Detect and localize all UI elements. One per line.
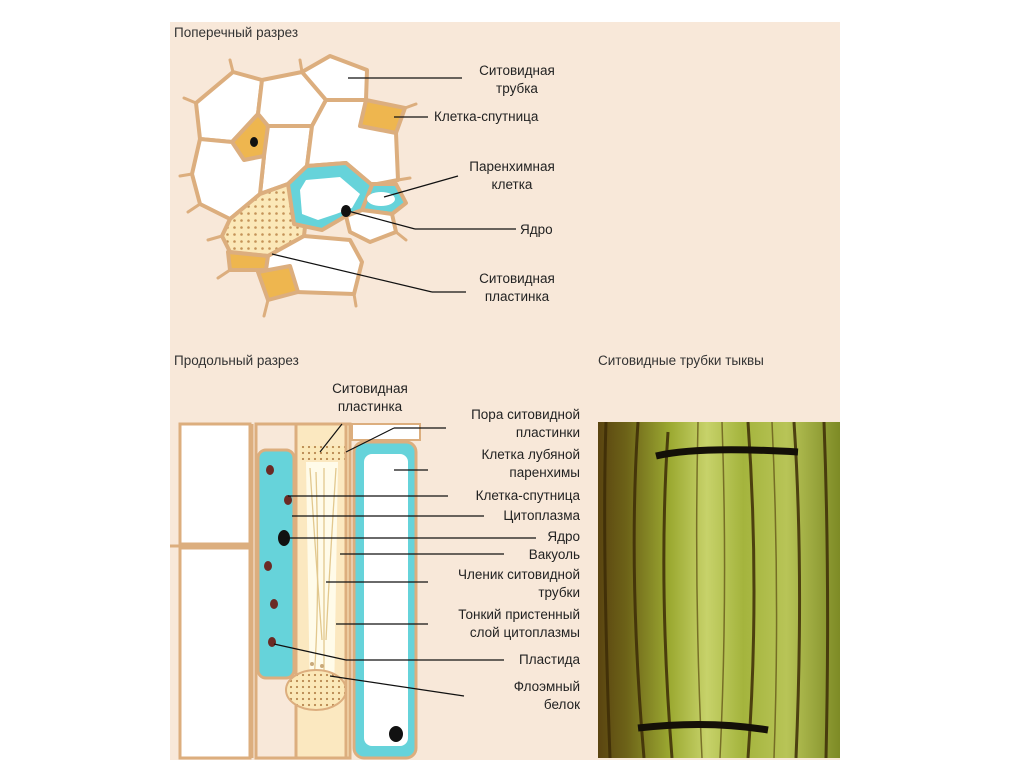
label-cytoplasm: Цитоплазма [503, 508, 580, 523]
sieve-plate-lower [637, 720, 769, 734]
nucleus-long [278, 530, 290, 546]
sieve-plate-upper [655, 446, 799, 460]
phloem-protein [285, 669, 347, 711]
label-vacuole: Вакуоль [528, 547, 580, 562]
nucleus-right [389, 726, 403, 742]
cross-section-title: Поперечный разрез [174, 25, 299, 40]
label-plastid: Пластида [519, 652, 580, 667]
label-long-companion: Клетка-спутница [475, 488, 580, 503]
longitudinal-section-diagram [170, 422, 421, 760]
companion-cell [226, 250, 270, 272]
longitudinal-section-title: Продольный разрез [174, 353, 299, 368]
label-nucleus: Ядро [520, 222, 553, 237]
photo-title: Ситовидные трубки тыквы [598, 353, 764, 368]
pumpkin-sieve-tubes-photo [598, 422, 840, 758]
sieve-tube-cell [300, 54, 369, 102]
companion-cell [256, 264, 300, 302]
companion-nucleus [250, 137, 258, 147]
label-long-nucleus: Ядро [547, 529, 580, 544]
nucleus [341, 205, 351, 217]
parenchyma-vacuole [367, 192, 395, 206]
label-companion-cell: Клетка-спутница [434, 109, 539, 124]
